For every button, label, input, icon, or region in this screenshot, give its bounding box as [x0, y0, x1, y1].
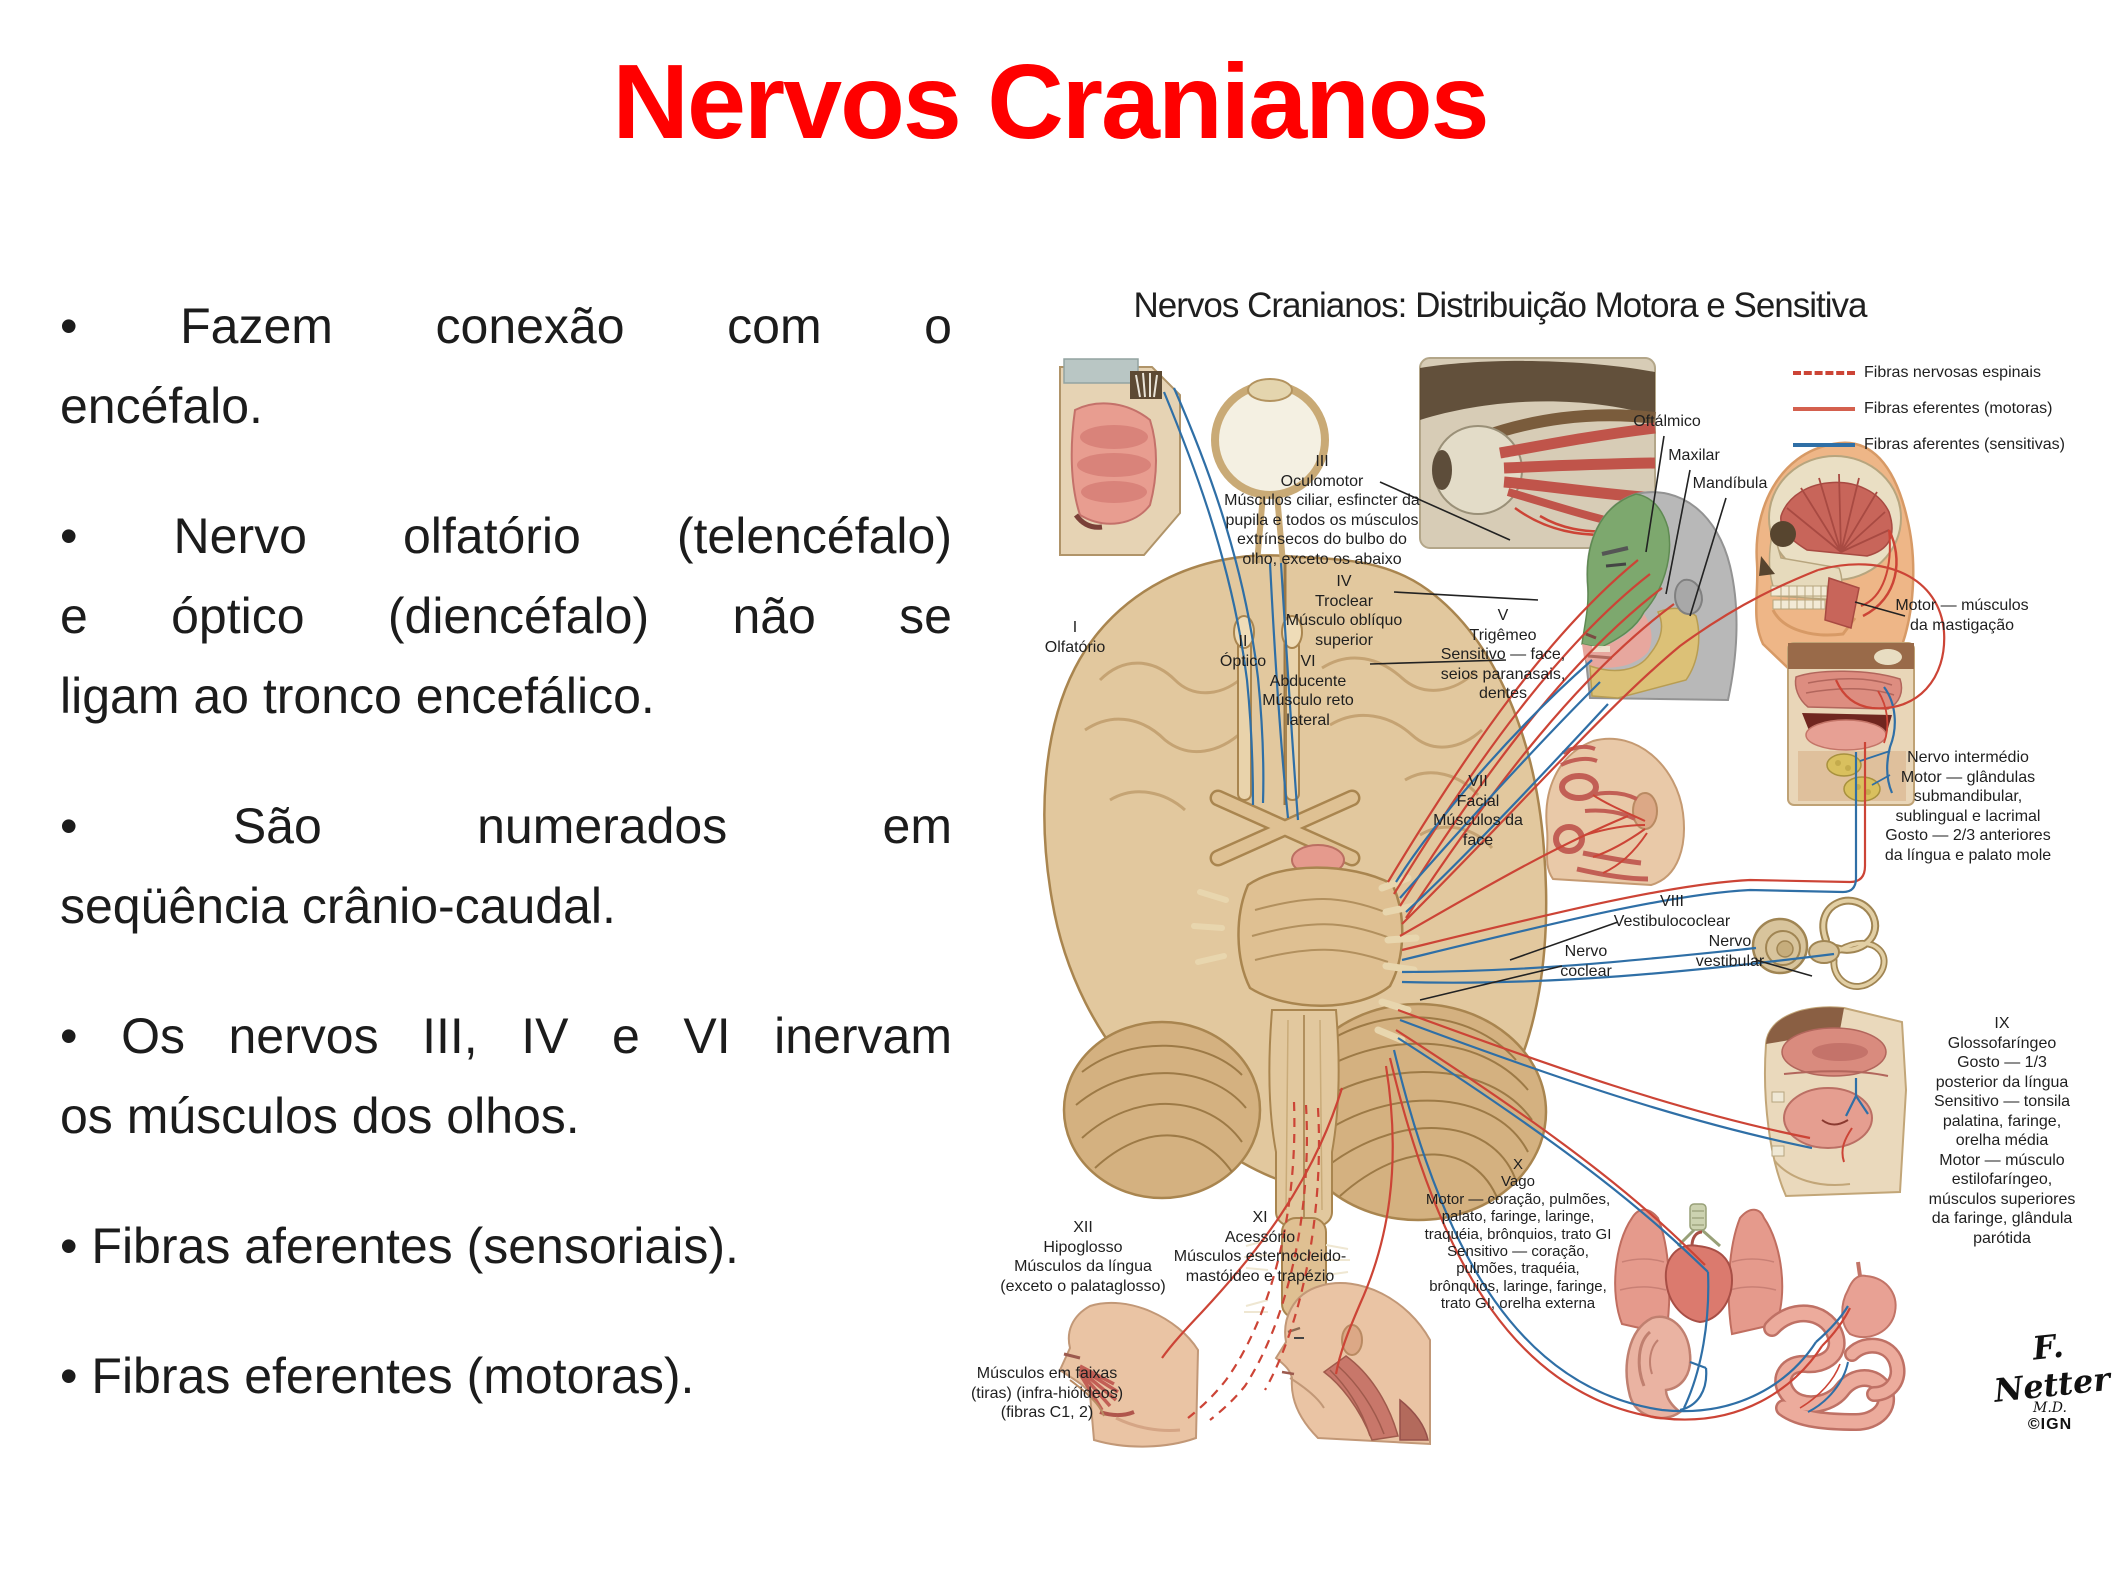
- label-cn12-hypoglossal: XII Hipoglosso Músculos da língua (excet…: [1000, 1219, 1166, 1295]
- bullet-item: Fibras aferentes (sensoriais).: [60, 1206, 952, 1286]
- signature-logo: ©IGN: [2027, 1416, 2073, 1433]
- tongue-neck-illustration: [1058, 1301, 1200, 1448]
- label-cn2-optic: II Óptico: [1219, 633, 1267, 670]
- cochlea-illustration: [1751, 896, 1888, 990]
- page-title: Nervos Cranianos: [612, 43, 1489, 161]
- label-cn1-olfactory: I Olfatório: [1044, 619, 1106, 656]
- spinal-fibers: [1187, 1101, 1321, 1421]
- label-vestibular-nerve: Nervo vestibular: [1695, 933, 1765, 970]
- bullet-line: Fibras eferentes (motoras).: [60, 1336, 952, 1416]
- signature-degree: M.D.: [2033, 1400, 2067, 1416]
- legend-label: Fibras nervosas espinais: [1864, 364, 2041, 381]
- anatomy-illustration: [1043, 357, 1946, 1448]
- signature-name: F. Netter: [1992, 1326, 2112, 1410]
- bullet-line: Fazem conexão com o: [60, 286, 952, 366]
- orbit-illustration: [1419, 357, 1656, 549]
- bullet-item: São numerados em seqüência crânio-caudal…: [60, 786, 952, 946]
- label-ophthalmic: Oftálmico: [1633, 413, 1701, 430]
- label-cn7-facial: VII Facial Músculos da face: [1433, 773, 1523, 849]
- label-cn11-accessory: XI Acessório Músculos esternocleido- mas…: [1173, 1209, 1347, 1285]
- skull-mastication-illustration: [1755, 441, 1915, 673]
- sensory-fibers-swatch: [1793, 443, 1855, 447]
- facial-muscles-illustration: [1545, 737, 1685, 887]
- bullet-item: Nervo olfatório (telencéfalo) e óptico (…: [60, 496, 952, 736]
- label-mastication: Motor — músculos da mastigação: [1895, 597, 2029, 634]
- bullet-item: Fibras eferentes (motoras).: [60, 1336, 952, 1416]
- motor-fibers: [1161, 559, 1946, 1421]
- eye-illustration: [1211, 378, 1329, 564]
- cranial-nerves-figure: Nervos Cranianos: Distribuição Motora e …: [950, 260, 2112, 1584]
- leader-lines: [1369, 435, 1906, 1001]
- scm-trapezius-illustration: [1274, 1282, 1431, 1446]
- legend-item: Fibras eferentes (motoras): [1793, 391, 2065, 427]
- label-cn4-trochlear: IV Troclear Músculo oblíquo superior: [1285, 573, 1403, 649]
- bullet-line: encéfalo.: [60, 378, 263, 434]
- mouth-glands-illustration: [1787, 642, 1915, 806]
- legend-label: Fibras eferentes (motoras): [1864, 400, 2053, 417]
- bullet-line: São numerados em: [60, 786, 952, 866]
- motor-fibers-swatch: [1793, 407, 1855, 411]
- sensory-fibers: [1162, 387, 1858, 1413]
- bullet-line: e óptico (diencéfalo) não se: [60, 588, 952, 644]
- label-cn9-glossopharyngeal: IX Glossofaríngeo Gosto — 1/3 posterior …: [1928, 1015, 2076, 1247]
- legend: Fibras nervosas espinais Fibras eferente…: [1793, 355, 2065, 463]
- figure-title: Nervos Cranianos: Distribuição Motora e …: [1133, 286, 1868, 325]
- label-cochlear-nerve: Nervo coclear: [1560, 943, 1612, 980]
- label-cn6-abducens: VI Abducente Músculo reto lateral: [1262, 653, 1354, 729]
- lungs-heart-illustration: [1614, 1203, 1784, 1336]
- ear-illustration: [1625, 1315, 1708, 1420]
- legend-item: Fibras aferentes (sensitivas): [1793, 427, 2065, 463]
- label-cn8-vestibulocochlear: VIII Vestibulococlear: [1613, 893, 1731, 930]
- bullet-item: Os nervos III, IV e VI inervam os múscul…: [60, 996, 952, 1156]
- bullet-item: Fazem conexão com o encéfalo.: [60, 286, 952, 446]
- legend-label: Fibras aferentes (sensitivas): [1864, 436, 2065, 453]
- bullet-line: Os nervos III, IV e VI inervam: [60, 996, 952, 1076]
- bullet-line: Fibras aferentes (sensoriais).: [60, 1206, 952, 1286]
- bullet-line: Nervo olfatório (telencéfalo): [60, 496, 952, 576]
- pharynx-illustration: [1763, 1006, 1908, 1198]
- label-intermediate-nerve: Nervo intermédio Motor — glândulas subma…: [1884, 749, 2052, 864]
- spinal-fibers-swatch: [1793, 371, 1855, 375]
- brain-illustration: [1043, 554, 1548, 1319]
- legend-item: Fibras nervosas espinais: [1793, 355, 2065, 391]
- bullet-line: os músculos dos olhos.: [60, 1088, 580, 1144]
- intestines-illustration: [1763, 1261, 1906, 1432]
- label-strap-muscles: Músculos em faixas (tiras) (infra-hióide…: [970, 1365, 1124, 1422]
- label-cn5-trigeminal: V Trigêmeo Sensitivo — face, seios paran…: [1440, 607, 1566, 703]
- bullet-line: seqüência crânio-caudal.: [60, 878, 616, 934]
- bullet-line: ligam ao tronco encefálico.: [60, 668, 655, 724]
- artist-signature: F. Netter M.D. ©IGN: [1992, 1327, 2112, 1434]
- label-cn3-oculomotor: III Oculomotor Músculos ciliar, esfincte…: [1224, 453, 1420, 568]
- label-cn10-vagus: X Vago Motor — coração, pulmões, palato,…: [1424, 1156, 1612, 1313]
- nose-illustration: [1059, 358, 1181, 556]
- bullet-list: Fazem conexão com o encéfalo. Nervo olfa…: [60, 286, 952, 1466]
- label-mandibular: Mandíbula: [1692, 475, 1768, 492]
- label-maxillary: Maxilar: [1668, 447, 1720, 464]
- dermatome-head-illustration: [1581, 491, 1738, 702]
